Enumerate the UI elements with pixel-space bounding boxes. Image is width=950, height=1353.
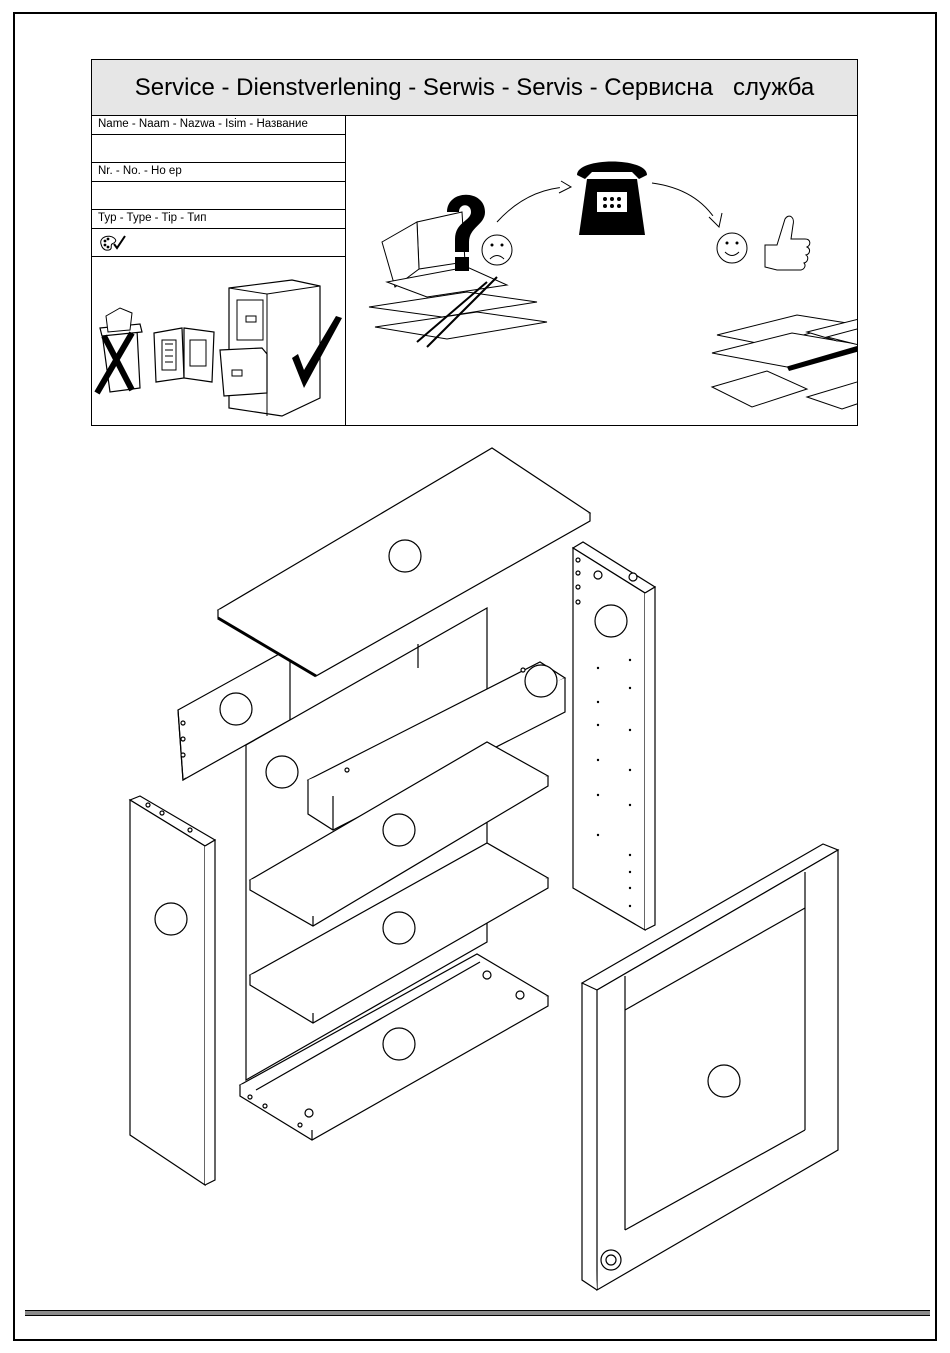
service-title: Service - Dienstverlening - Serwis - Ser… <box>92 60 857 116</box>
file-cabinet-icon <box>220 280 320 416</box>
sad-face-icon <box>482 235 512 265</box>
happy-face-icon <box>717 233 747 263</box>
thumbs-up-icon <box>765 216 810 270</box>
organized-panels <box>712 315 857 409</box>
type-field[interactable] <box>92 229 345 257</box>
telephone-icon <box>577 162 647 236</box>
name-field[interactable] <box>92 135 345 163</box>
top-panel <box>218 448 590 676</box>
keep-manual-illustration <box>92 258 345 425</box>
name-label: Name - Naam - Nazwa - Isim - Название <box>92 116 345 135</box>
palette-check-icon <box>97 232 127 254</box>
assembly-exploded-view <box>0 430 950 1300</box>
service-process-illustration <box>347 117 857 425</box>
right-side-panel <box>573 542 655 930</box>
number-field[interactable] <box>92 182 345 210</box>
service-form: Name - Naam - Nazwa - Isim - Название Nr… <box>92 116 346 425</box>
type-label: Typ - Type - Tip - Тип <box>92 210 345 229</box>
number-label: Nr. - No. - Ho ep <box>92 163 345 182</box>
arrow-icon <box>497 187 567 222</box>
service-box: Service - Dienstverlening - Serwis - Ser… <box>91 59 858 426</box>
trash-crossed-icon <box>97 308 142 393</box>
left-side-panel <box>130 796 215 1185</box>
manual-icon <box>154 328 214 382</box>
bottom-divider <box>25 1310 930 1316</box>
